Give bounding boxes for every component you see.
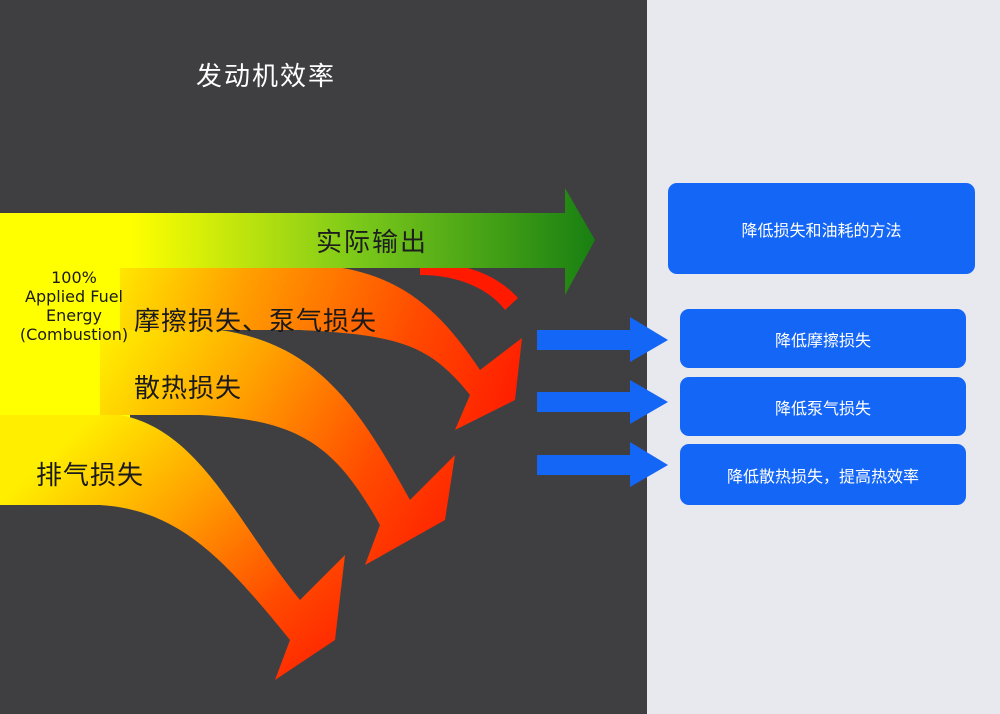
diagram-title: 发动机效率 [196, 62, 337, 92]
methods-header-text: 降低损失和油耗的方法 [741, 220, 902, 240]
friction-pumping-loss-label: 摩擦损失、泵气损失 [134, 307, 378, 337]
fuel-line-combustion: (Combustion) [19, 325, 129, 344]
methods-header-box: 降低损失和油耗的方法 [668, 183, 975, 274]
minor-loss-sliver [420, 262, 518, 310]
exhaust-loss-label: 排气损失 [36, 461, 145, 491]
heat-loss-arrow [100, 330, 455, 565]
friction-method-arrow [537, 317, 668, 362]
heat-method-arrow [537, 442, 668, 487]
reduce-friction-box: 降低摩擦损失 [680, 309, 966, 368]
reduce-pumping-text: 降低泵气损失 [774, 398, 871, 418]
fuel-energy-label: 100% Applied Fuel Energy (Combustion) [4, 268, 144, 344]
reduce-heat-text: 降低散热损失，提高热效率 [726, 466, 919, 486]
reduce-friction-text: 降低摩擦损失 [774, 330, 871, 350]
reduce-pumping-box: 降低泵气损失 [680, 377, 966, 436]
heat-loss-label: 散热损失 [134, 374, 243, 404]
pumping-method-arrow [537, 380, 668, 424]
actual-output-label: 实际输出 [316, 228, 429, 258]
exhaust-loss-arrow [0, 415, 345, 680]
fuel-line-applied: Applied Fuel [25, 287, 123, 306]
reduce-heat-box: 降低散热损失，提高热效率 [680, 444, 966, 505]
actual-output-arrow [0, 188, 595, 295]
fuel-percent: 100% [51, 268, 97, 287]
friction-pumping-loss-arrow [120, 265, 522, 430]
fuel-line-energy: Energy [45, 306, 102, 325]
